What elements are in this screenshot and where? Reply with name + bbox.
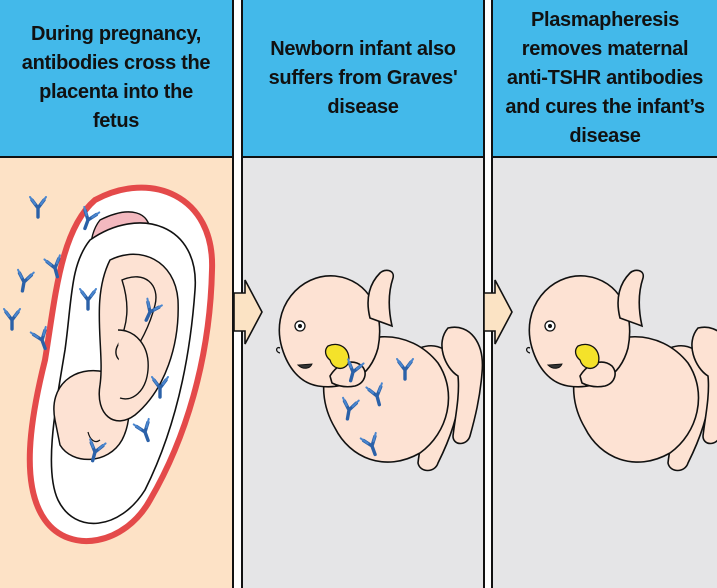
antibody-icon bbox=[30, 197, 46, 217]
newborn-infant bbox=[277, 270, 483, 470]
arrow-right-icon bbox=[484, 280, 512, 344]
antibody-icon bbox=[4, 309, 20, 329]
uterus bbox=[30, 188, 212, 541]
arrow-right-icon bbox=[234, 280, 262, 344]
antibody-icon bbox=[15, 270, 34, 292]
cured-infant bbox=[527, 270, 717, 470]
